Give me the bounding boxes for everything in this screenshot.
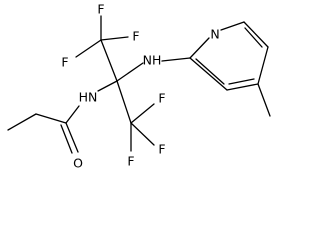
bond-co-double-2 [60,124,73,154]
bond-cf3bottom-f-right [130,122,155,146]
amine-nh-label: NH [143,53,162,68]
bond-c1-cf3bottom [116,80,132,124]
bond-c1-hn-amide [97,80,118,92]
fluorine-label: F [61,55,68,70]
fluorine-label: F [132,29,139,44]
bond-cf3top-f-right [100,36,129,41]
fluorine-label: F [158,91,165,106]
pyridine-nitrogen-label: N [210,27,219,42]
bond-c1-nh-amine [116,62,144,82]
bond-ring-c2-c3-inner [195,58,225,85]
bond-c1-cf3top [100,39,118,82]
bond-ring-c5-c4 [257,46,269,85]
bonds [7,15,271,154]
fluorine-label: F [97,2,104,17]
atom-labels: F F F F F F HN NH N O [61,2,219,171]
bond-ch2-ch3 [7,113,37,131]
bond-cf3top-f-left [75,39,102,58]
bond-hn-carbonyl [65,105,80,124]
bond-nh-pyridine [161,57,191,62]
chemical-structure-diagram: F F F F F F HN NH N O [7,2,271,171]
carbonyl-oxygen-label: O [73,156,83,171]
bond-carbonyl-ch2 [35,113,67,124]
bond-ring-n1-c6 [220,21,245,31]
fluorine-label: F [127,154,134,169]
bond-ring-methyl [257,83,271,117]
amide-nh-label: HN [79,90,98,105]
bond-ring-c4-c3 [226,83,259,91]
bond-ring-c3-c2 [189,57,228,91]
bond-ring-c5-c6-inner [244,27,263,48]
bond-ring-c6-c5 [243,21,269,48]
bond-ring-c4-c3-inner [228,78,255,85]
bond-co-double-1 [65,122,79,153]
bond-cf3bottom-f-top [130,103,155,124]
bond-ring-c2-n1 [189,37,210,59]
fluorine-label: F [158,142,165,157]
